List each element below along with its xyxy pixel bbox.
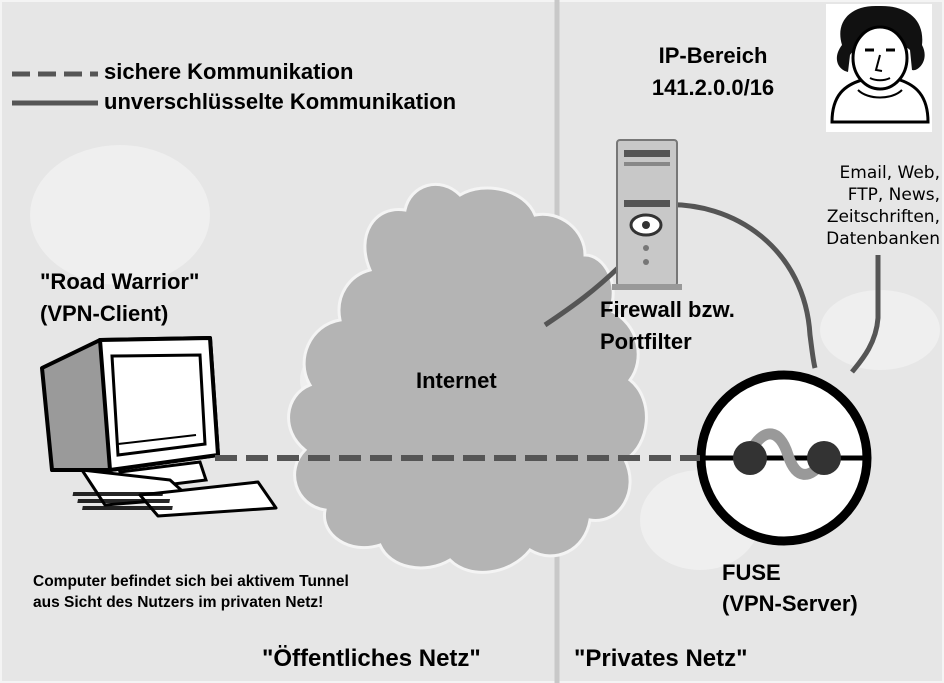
fuse-server-icon (696, 370, 872, 546)
legend-unencrypted-label: unverschlüsselte Kommunikation (104, 89, 457, 114)
tunnel-note-line2: aus Sicht des Nutzers im privaten Netz! (33, 594, 324, 611)
private-network-label: "Privates Netz" (574, 645, 748, 672)
firewall-label-line2: Portfilter (600, 329, 692, 354)
vpn-client-computer-icon (40, 336, 278, 518)
ip-range-value: 141.2.0.0/16 (651, 75, 775, 100)
ip-range-block: IP-Bereich 141.2.0.0/16 (614, 40, 812, 104)
fuse-label-line1: FUSE (722, 560, 781, 585)
service-item: Zeitschriften, (826, 207, 940, 227)
service-item: Datenbanken (826, 229, 940, 249)
firewall-fuse-link (659, 202, 818, 369)
firewall-label-line1: Firewall bzw. (600, 297, 735, 322)
services-list: Email, Web, FTP, News, Zeitschriften, Da… (826, 162, 940, 250)
ip-range-title: IP-Bereich (658, 43, 768, 68)
service-item: FTP, News, (847, 185, 940, 205)
internet-label: Internet (416, 368, 497, 393)
services-fuse-link (850, 255, 881, 374)
tunnel-note-line1: Computer befindet sich bei aktivem Tunne… (33, 573, 349, 590)
firewall-server-icon (612, 139, 682, 290)
client-label-line1: "Road Warrior" (40, 269, 200, 294)
firewall-label: Firewall bzw. Portfilter (600, 294, 735, 358)
internet-cloud-icon (287, 182, 648, 574)
fuse-label: FUSE (VPN-Server) (722, 557, 858, 619)
public-network-label: "Öffentliches Netz" (262, 645, 481, 672)
fuse-label-line2: (VPN-Server) (722, 591, 858, 616)
service-item: Email, Web, (839, 163, 940, 183)
legend-secure-label: sichere Kommunikation (104, 59, 354, 84)
tunnel-note: Computer befindet sich bei aktivem Tunne… (33, 571, 349, 613)
firewall-internet-link (543, 266, 620, 328)
goethe-portrait-icon (826, 4, 932, 132)
client-label-line2: (VPN-Client) (40, 301, 169, 326)
client-label: "Road Warrior" (VPN-Client) (40, 266, 199, 330)
